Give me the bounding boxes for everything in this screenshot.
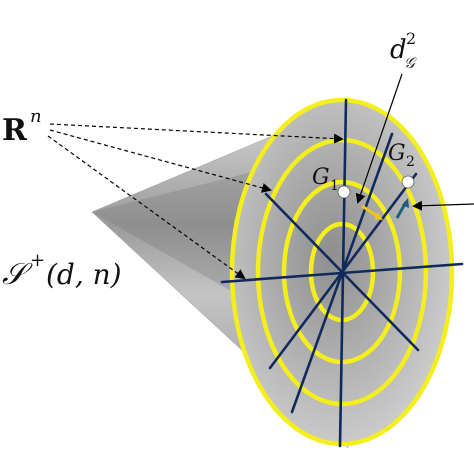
- label-rn: R: [2, 113, 28, 148]
- distance-leader-line: [355, 73, 403, 204]
- label-spd-symbol: 𝒮: [2, 257, 33, 292]
- label-g2: G: [388, 141, 406, 166]
- point-g1: [337, 185, 351, 199]
- label-g1: G: [312, 165, 330, 190]
- label-spd-sup: +: [30, 250, 45, 271]
- label-distance: d: [390, 35, 407, 65]
- tangent-pointer-line: [412, 200, 474, 211]
- teal-arrowhead: [402, 198, 409, 208]
- radial-spokes: [220, 98, 464, 448]
- point-g2: [401, 175, 415, 189]
- spoke-diag-3: [290, 132, 394, 414]
- label-rn-sup: n: [30, 106, 42, 127]
- label-g2-sub: 2: [406, 154, 415, 170]
- rn-pointer-lines: [47, 123, 344, 280]
- gold-arrowhead: [374, 212, 383, 220]
- label-distance-sup: 2: [406, 29, 416, 48]
- pointer-to-cone: [47, 135, 246, 280]
- label-distance-sub: 𝒢: [404, 54, 417, 72]
- label-g1-sub: 1: [330, 178, 339, 194]
- ring-outer: [229, 97, 455, 447]
- pointer-to-disk-mid: [49, 129, 272, 193]
- label-spd-args: (d, n): [46, 258, 122, 291]
